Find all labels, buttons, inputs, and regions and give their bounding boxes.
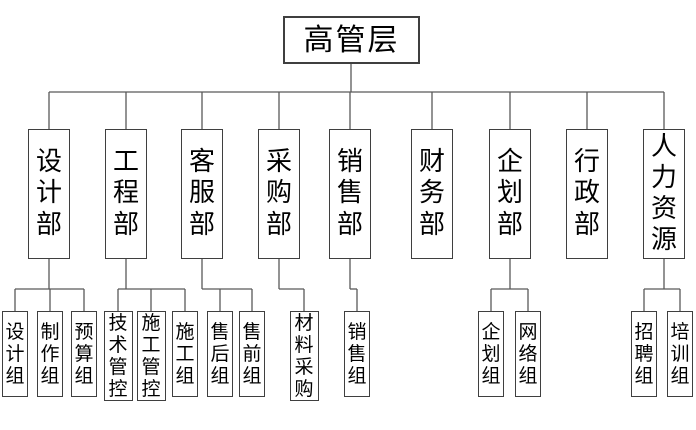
- org-node-group: 售后组: [207, 311, 233, 397]
- org-node-group: 材料采购: [289, 311, 319, 401]
- org-node-group: 培训组: [667, 311, 693, 397]
- org-node-dept: 行政部: [566, 129, 608, 259]
- org-node-dept: 设计部: [28, 129, 70, 259]
- org-node-group: 招聘组: [631, 311, 657, 397]
- org-node-dept: 企划部: [489, 129, 531, 259]
- org-node-group: 技术管控: [103, 311, 133, 401]
- org-node-dept: 客服部: [181, 129, 223, 259]
- org-node-group: 施工管控: [136, 311, 166, 401]
- org-node-group: 预算组: [71, 311, 97, 397]
- org-node-group: 制作组: [37, 311, 63, 397]
- org-node-group: 网络组: [515, 311, 541, 397]
- org-node-group: 售前组: [239, 311, 265, 397]
- org-node-group: 销售组: [344, 311, 370, 397]
- org-node-root: 高管层: [283, 16, 420, 64]
- org-node-dept: 工程部: [105, 129, 147, 259]
- org-node-dept: 财务部: [411, 129, 453, 259]
- org-node-dept: 人力资源: [643, 129, 685, 259]
- org-node-dept: 销售部: [329, 129, 371, 259]
- org-node-group: 施工组: [172, 311, 198, 397]
- org-node-group: 设计组: [2, 311, 28, 397]
- org-node-group: 企划组: [478, 311, 504, 397]
- org-node-dept: 采购部: [258, 129, 300, 259]
